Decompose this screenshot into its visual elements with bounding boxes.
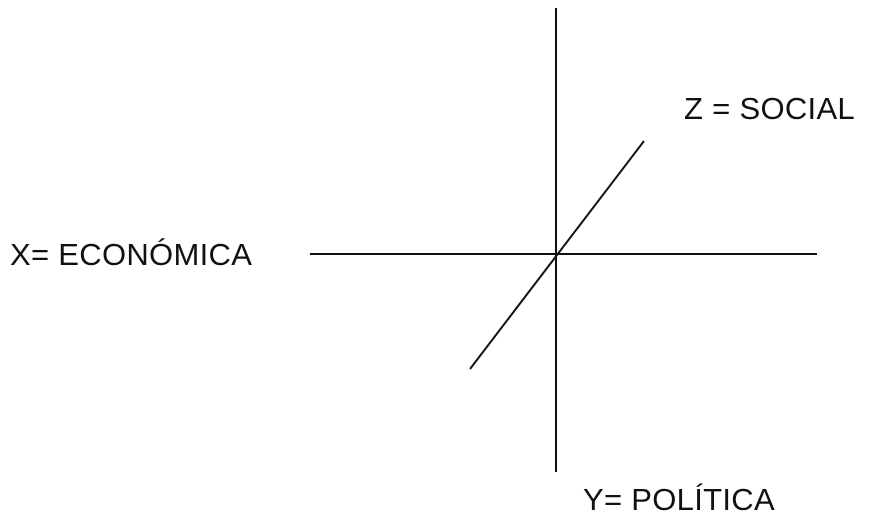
x-axis-label: X= ECONÓMICA bbox=[10, 237, 252, 272]
y-axis-label: Y= POLÍTICA bbox=[583, 482, 775, 517]
z-axis-line bbox=[469, 140, 645, 370]
z-axis-label: Z = SOCIAL bbox=[684, 91, 855, 126]
